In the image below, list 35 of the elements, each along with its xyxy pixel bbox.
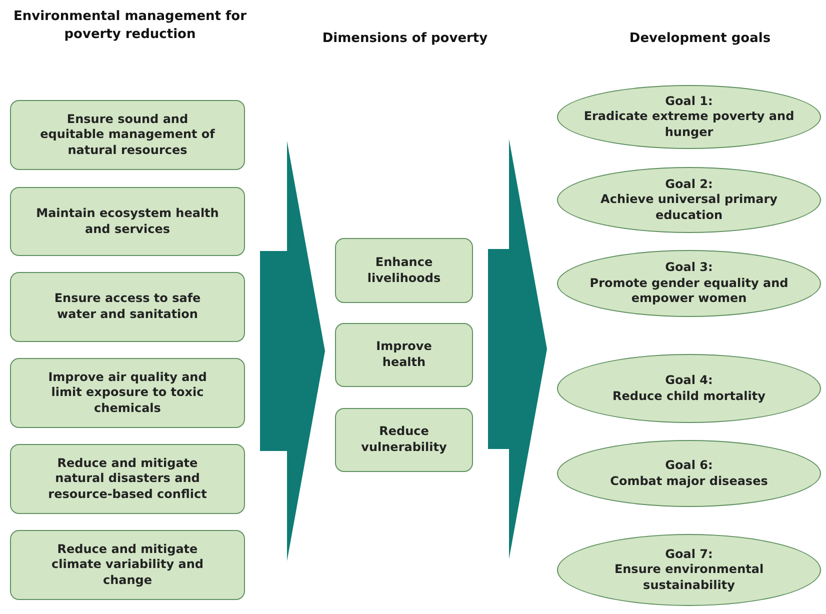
node-text: Achieve universal primary education [600, 192, 778, 224]
node-text: Ensure sound and equitable management of natural resources [39, 112, 216, 158]
process-box [335, 323, 473, 387]
node-text: Improve air quality and limit exposure to toxic chemicals [47, 370, 208, 416]
block-arrow [260, 141, 325, 561]
process-box [10, 187, 245, 256]
goal-title: Goal 3: [665, 260, 713, 276]
column-heading: Dimensions of poverty [321, 30, 489, 48]
node-text: Ensure access to safe water and sanitation [53, 291, 202, 323]
node-text: Eradicate extreme poverty and hunger [582, 109, 796, 140]
node-text: Improve health [375, 339, 433, 371]
node-text: Combat major diseases [610, 474, 768, 490]
process-box [335, 408, 473, 472]
node-text: Maintain ecosystem health and services [35, 206, 220, 238]
process-box [10, 444, 245, 514]
node-text: Reduce and mitigate natural disasters and resource-based conflict [47, 456, 208, 502]
goal-title: Goal 2: [665, 176, 713, 192]
goal-title: Goal 7: [665, 546, 713, 562]
node-text: Reduce and mitigate climate variability and change [50, 542, 204, 588]
column-heading: Development goals [628, 30, 772, 48]
node-text: Enhance livelihoods [366, 254, 442, 286]
node-text: Reduce child mortality [612, 388, 766, 404]
block-arrow [488, 139, 547, 559]
node-text: Promote gender equality and empower women [588, 276, 790, 307]
node-text: Reduce vulnerability [360, 424, 448, 456]
process-box [10, 272, 245, 342]
process-box [335, 238, 473, 303]
node-text: Ensure environmental sustainability [613, 562, 765, 594]
goal-title: Goal 1: [665, 94, 713, 110]
goal-title: Goal 6: [665, 458, 713, 474]
process-box [10, 100, 245, 170]
process-box [10, 530, 245, 600]
column-heading: Environmental management for poverty reduction [12, 8, 248, 44]
process-box [10, 358, 245, 428]
goal-title: Goal 4: [665, 372, 713, 388]
